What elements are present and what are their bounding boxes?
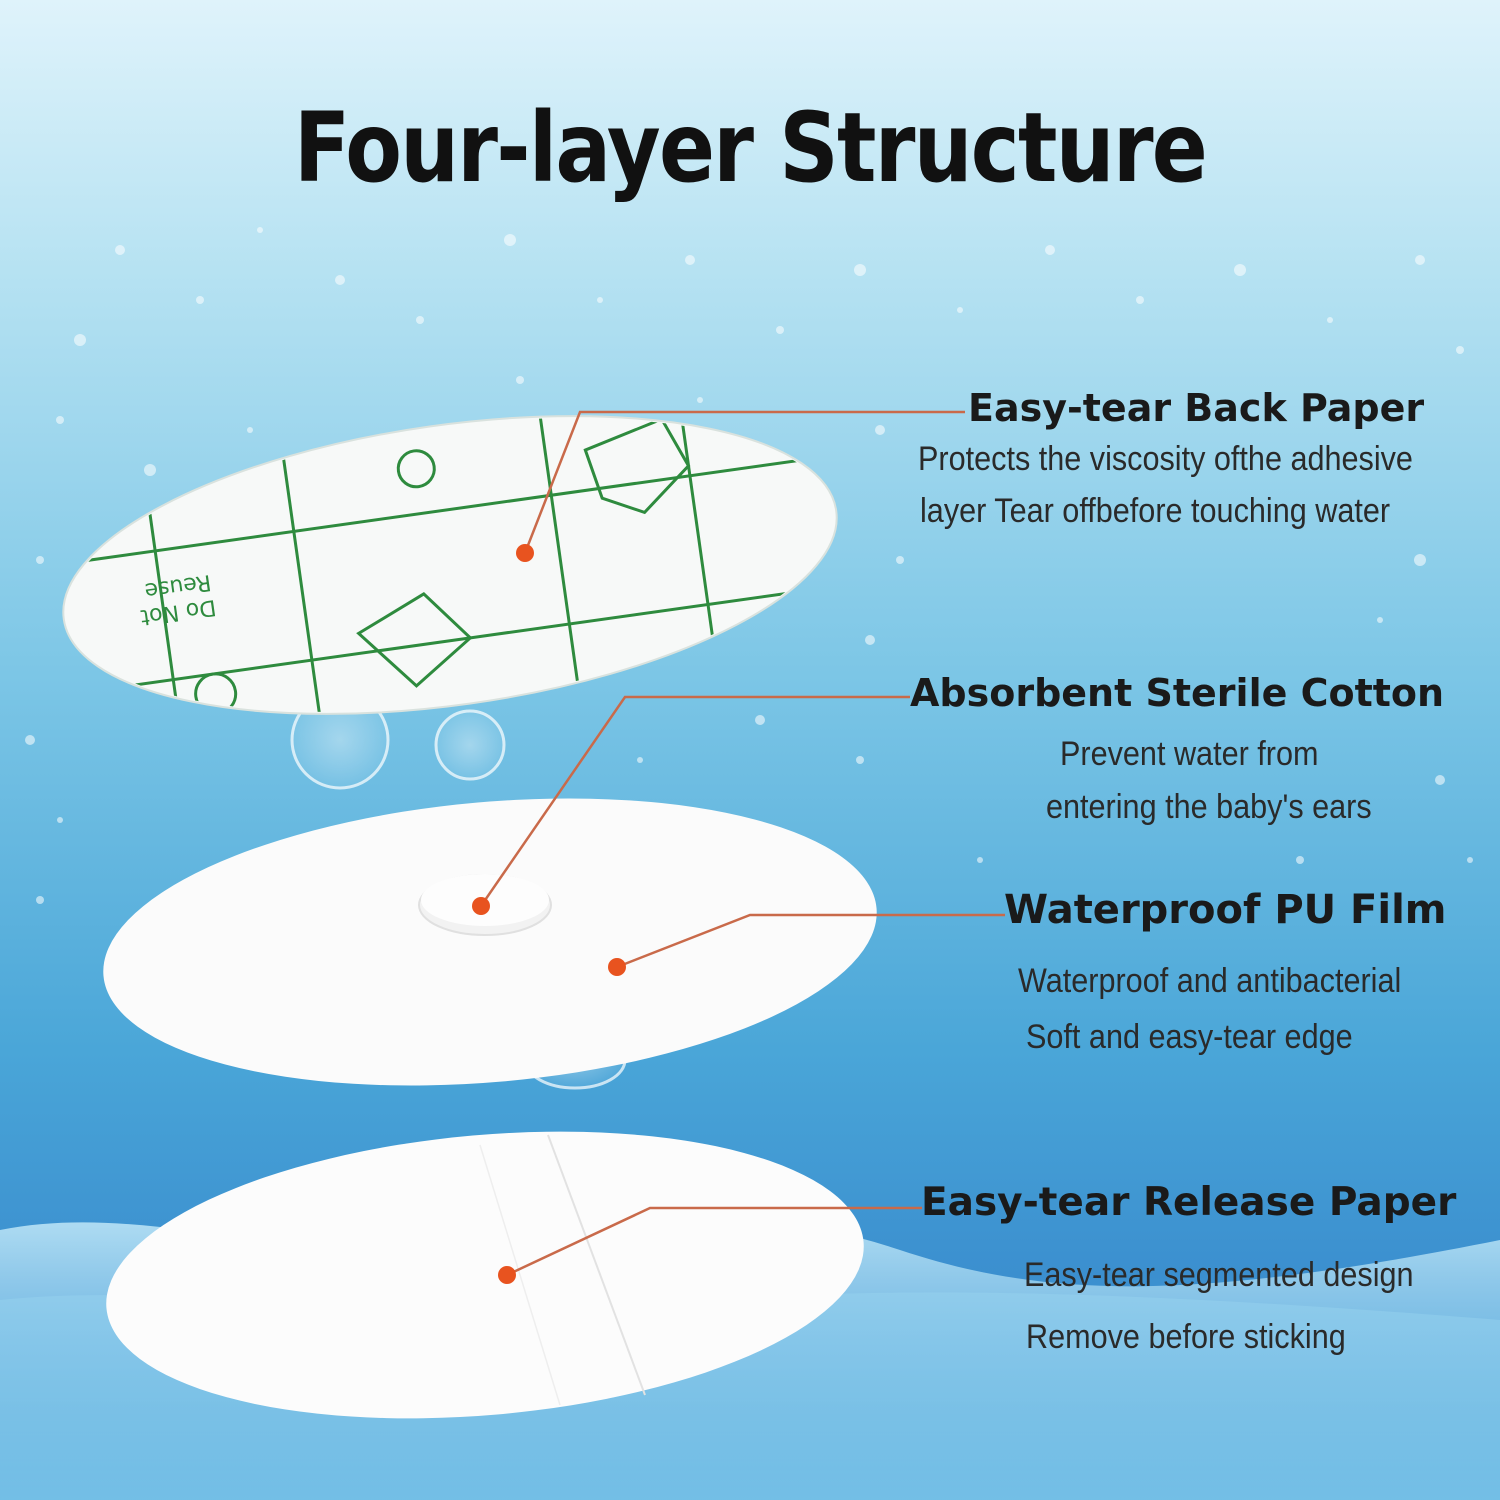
back-paper-disc: [55, 386, 854, 756]
back-paper-heading: Easy-tear Back Paper: [968, 386, 1425, 430]
release-paper-desc-line-2: Remove before sticking: [1026, 1318, 1346, 1356]
pu-film-disc: [103, 798, 877, 1086]
dot-cotton: [472, 897, 490, 915]
leader-cotton: [479, 695, 910, 907]
back-paper-print: Do Not Reuse: [139, 569, 218, 629]
leader-release-paper: [506, 1206, 922, 1277]
callout-dots: [472, 544, 626, 1284]
pu-film-heading: Waterproof PU Film: [1004, 887, 1447, 933]
dot-pu-film: [608, 958, 626, 976]
release-paper-disc: [106, 1131, 864, 1419]
cotton-desc-line-2: entering the baby's ears: [1046, 788, 1372, 826]
back-paper-desc-line-2: layer Tear offbefore touching water: [920, 492, 1391, 530]
page-title: Four-layer Structure: [293, 92, 1208, 204]
cotton-heading: Absorbent Sterile Cotton: [910, 671, 1445, 715]
leader-pu-film: [616, 913, 1005, 969]
water-droplets: [25, 227, 1473, 904]
pu-film-desc-line-1: Waterproof and antibacterial: [1018, 962, 1402, 1000]
release-paper-desc-line-1: Easy-tear segmented design: [1024, 1256, 1414, 1294]
leader-lines: [479, 410, 1005, 1277]
cotton-desc-line-1: Prevent water from: [1060, 735, 1319, 773]
dot-back-paper: [516, 544, 534, 562]
dot-release-paper: [498, 1266, 516, 1284]
pu-film-desc-line-2: Soft and easy-tear edge: [1026, 1018, 1353, 1056]
release-paper-heading: Easy-tear Release Paper: [921, 1180, 1457, 1225]
back-paper-desc-line-1: Protects the viscosity ofthe adhesive: [918, 440, 1413, 478]
leader-back-paper: [523, 410, 965, 554]
